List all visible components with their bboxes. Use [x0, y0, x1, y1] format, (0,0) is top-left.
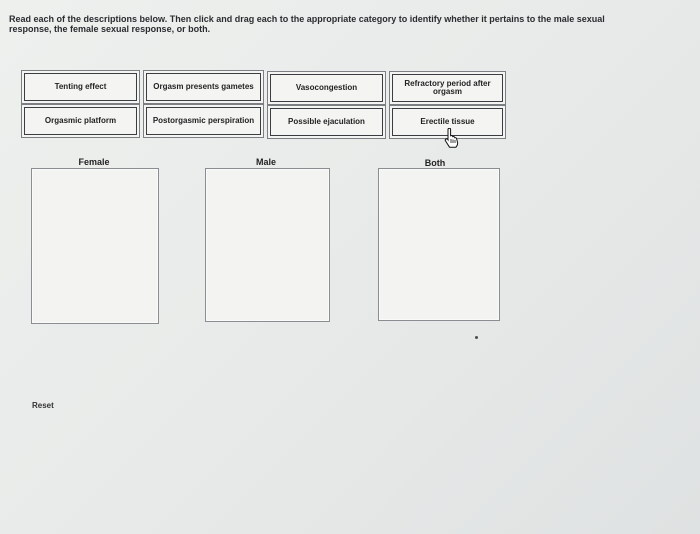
chip-label: Tenting effect — [54, 82, 107, 91]
chip-label: Postorgasmic perspiration — [152, 116, 255, 125]
chip-label-line-1: Refractory period after — [404, 79, 491, 88]
chip-label-line-2: orgasm — [433, 87, 462, 96]
chip-label: Orgasmic platform — [44, 116, 117, 125]
instructions-text: Read each of the descriptions below. The… — [9, 14, 605, 34]
category-title-both: Both — [424, 158, 446, 168]
chip-possible-ejaculation[interactable]: Possible ejaculation — [270, 108, 383, 136]
chip-refractory-period[interactable]: Refractory period after orgasm — [392, 74, 503, 102]
drop-zone-both[interactable] — [378, 168, 500, 321]
chip-label: Refractory period after orgasm — [404, 80, 490, 96]
chip-label: Erectile tissue — [420, 117, 475, 126]
chip-orgasmic-platform[interactable]: Orgasmic platform — [24, 107, 137, 135]
stray-dot — [475, 336, 478, 339]
chip-label: Possible ejaculation — [288, 117, 365, 126]
chip-vasocongestion[interactable]: Vasocongestion — [270, 74, 383, 102]
chip-label: Vasocongestion — [295, 83, 358, 92]
drop-zone-female[interactable] — [31, 168, 159, 324]
drop-zone-male[interactable] — [205, 168, 330, 322]
category-title-female: Female — [78, 157, 110, 167]
hand-pointer-icon — [444, 128, 459, 148]
chip-tenting-effect[interactable]: Tenting effect — [24, 73, 137, 101]
chip-label: Orgasm presents gametes — [153, 82, 254, 91]
category-title-male: Male — [255, 157, 276, 167]
reset-button[interactable]: Reset — [32, 401, 54, 410]
chip-postorgasmic-perspiration[interactable]: Postorgasmic perspiration — [146, 107, 261, 135]
chip-orgasm-presents-gametes[interactable]: Orgasm presents gametes — [146, 73, 261, 101]
